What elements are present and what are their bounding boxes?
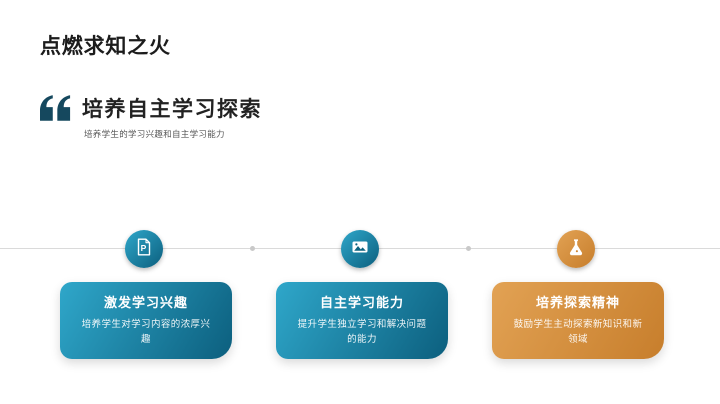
card-description: 鼓励学生主动探索新知识和新领域 <box>513 319 643 345</box>
quote-heading: 培养自主学习探索 <box>82 98 262 121</box>
page-title: 点燃求知之火 <box>40 35 171 58</box>
card-inspire-interest: 激发学习兴趣 培养学生对学习内容的浓厚兴趣 <box>60 282 232 360</box>
timeline-milestone-1: P <box>125 230 163 268</box>
timeline-dot <box>466 246 471 251</box>
image-icon <box>350 237 370 262</box>
quote-icon <box>40 95 71 121</box>
svg-text:P: P <box>141 243 147 253</box>
quote-subtitle: 培养学生的学习兴趣和自主学习能力 <box>84 129 225 139</box>
card-self-learning: 自主学习能力 提升学生独立学习和解决问题的能力 <box>276 282 448 360</box>
card-description: 提升学生独立学习和解决问题的能力 <box>297 319 427 345</box>
card-title: 培养探索精神 <box>535 295 620 310</box>
flask-icon <box>566 237 586 262</box>
card-description: 培养学生对学习内容的浓厚兴趣 <box>81 319 211 345</box>
document-p-icon: P <box>134 237 154 262</box>
timeline-milestone-3 <box>557 230 595 268</box>
timeline-dot <box>250 246 255 251</box>
card-title: 激发学习兴趣 <box>103 295 188 310</box>
card-explore-spirit: 培养探索精神 鼓励学生主动探索新知识和新领域 <box>492 282 664 360</box>
timeline-milestone-2 <box>341 230 379 268</box>
card-title: 自主学习能力 <box>319 295 404 310</box>
